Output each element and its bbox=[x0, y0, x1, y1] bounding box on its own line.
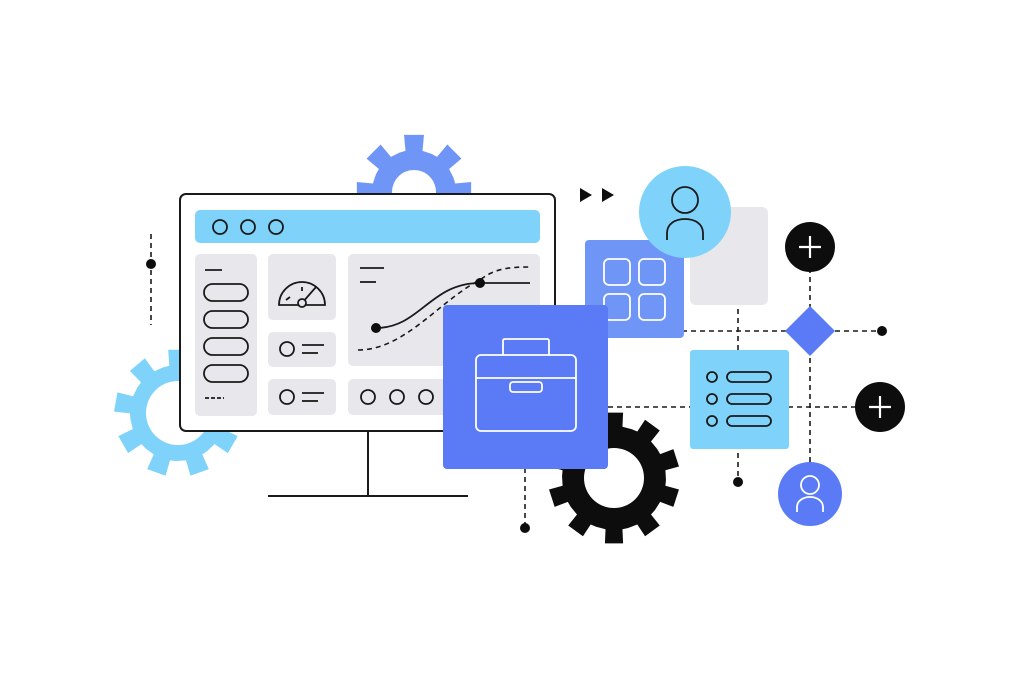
toggle-row bbox=[268, 379, 336, 415]
gauge-panel bbox=[268, 254, 336, 320]
sidebar-panel bbox=[195, 254, 257, 416]
window-title-bar bbox=[195, 210, 540, 243]
play-arrows-icon bbox=[580, 188, 614, 202]
toggle-row bbox=[268, 332, 336, 367]
sidebar-pill bbox=[203, 283, 249, 302]
user-icon bbox=[796, 475, 824, 512]
window-control-dot bbox=[212, 219, 228, 235]
sidebar-pill bbox=[203, 337, 249, 356]
avatar bbox=[639, 166, 731, 258]
checklist-icon bbox=[706, 371, 772, 427]
decision-diamond-icon bbox=[785, 306, 835, 356]
chart-point bbox=[475, 278, 485, 288]
window-control-dot bbox=[268, 219, 284, 235]
plus-icon bbox=[799, 236, 821, 258]
checklist-card bbox=[690, 350, 789, 449]
user-icon bbox=[666, 186, 704, 240]
add-node-button[interactable] bbox=[785, 222, 835, 272]
chart-point bbox=[371, 323, 381, 333]
chart-line-dashed bbox=[357, 266, 533, 351]
sidebar-pill bbox=[203, 310, 249, 329]
avatar bbox=[778, 462, 842, 526]
briefcase-card bbox=[443, 305, 608, 469]
briefcase-icon bbox=[475, 338, 577, 432]
plus-icon bbox=[869, 396, 891, 418]
speedometer-icon bbox=[278, 281, 326, 308]
window-control-dot bbox=[240, 219, 256, 235]
app-grid-card bbox=[585, 240, 684, 338]
pager-panel bbox=[348, 379, 458, 415]
sidebar-pill bbox=[203, 364, 249, 383]
add-node-button[interactable] bbox=[855, 382, 905, 432]
